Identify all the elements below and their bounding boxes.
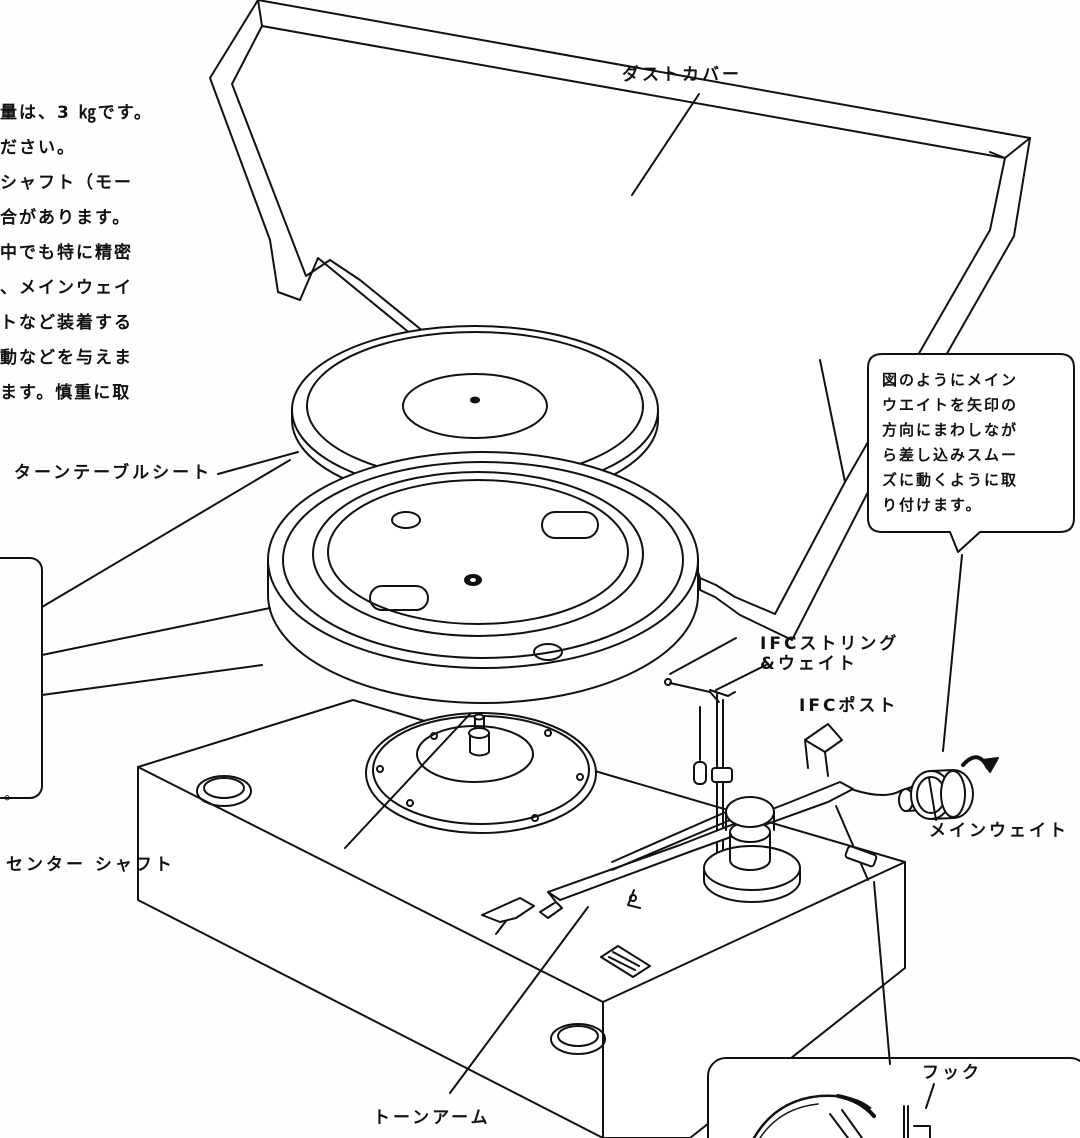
hook-detail-inset — [707, 1057, 1080, 1138]
ifc-string-label-line2: &ウェイト — [760, 654, 858, 674]
ifc-post-illustration — [664, 678, 736, 876]
paragraph-line: 動などを与えま — [0, 348, 133, 368]
dust-cover-label: ダストカバー — [622, 65, 742, 85]
main-weight-illustration — [898, 755, 999, 820]
paragraph-line: 、メインウェイ — [0, 278, 133, 298]
callout-line: ウエイトを矢印の — [882, 396, 1019, 414]
dust-cover-illustration — [209, 0, 1031, 641]
platter-illustration — [267, 451, 699, 704]
callout-line: り付けます。 — [882, 496, 983, 514]
callout-line: 方向にまわしなが — [882, 421, 1019, 439]
paragraph-line: 中でも特に精密 — [0, 243, 133, 263]
paragraph-line: シャフト（モー — [0, 173, 133, 193]
tone-arm-label: トーンアーム — [373, 1108, 491, 1128]
left-box-fragment: 。 — [4, 784, 21, 803]
ifc-string-label-line1: IFCストリング — [760, 634, 900, 654]
hook-label: フック — [922, 1063, 982, 1083]
right-callout-box — [867, 353, 1075, 553]
callout-line: ら差し込みスムー — [882, 446, 1019, 464]
paragraph-line: ださい。 — [0, 138, 76, 158]
center-shaft-label: センター シャフト — [6, 855, 175, 875]
instruction-paragraph: 量は、3 ㎏です。 ださい。 シャフト（モー 合があります。 中でも特に精密 、… — [0, 96, 190, 411]
main-weight-instruction: 図のようにメイン ウエイトを矢印の 方向にまわしなが ら差し込みスムー ズに動く… — [882, 368, 1072, 518]
tonearm-illustration — [481, 723, 903, 935]
ifc-post-label: IFCポスト — [799, 696, 899, 716]
paragraph-line: 合があります。 — [0, 208, 132, 228]
leader-lines — [41, 93, 963, 1109]
paragraph-line: 量は、3 ㎏です。 — [0, 103, 154, 123]
callout-line: 図のようにメイン — [882, 371, 1019, 389]
callout-line: ズに動くように取 — [882, 471, 1019, 489]
turntable-sheet-label: ターンテーブルシート — [14, 463, 213, 483]
left-info-box — [0, 557, 43, 799]
paragraph-line: ます。慎重に取 — [0, 383, 132, 403]
paragraph-line: トなど装着する — [0, 313, 133, 333]
main-weight-label: メインウェイト — [929, 821, 1069, 841]
motor-flange-illustration — [365, 712, 597, 834]
